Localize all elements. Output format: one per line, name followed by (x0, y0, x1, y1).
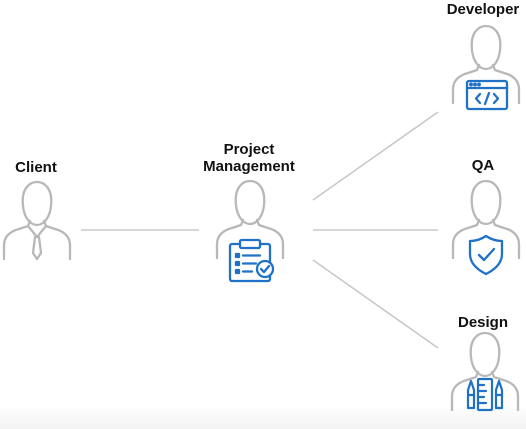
connector-pm-design (312, 259, 439, 349)
floor-shadow (0, 405, 526, 429)
ruler-and-brush-icon (466, 377, 504, 412)
node-label-client: Client (15, 159, 57, 176)
node-label-project-management: Project Management (194, 141, 304, 175)
node-label-project-management-line2: Management (203, 158, 295, 175)
clipboard-checklist-icon (228, 238, 275, 283)
connector-lines (81, 111, 439, 349)
node-label-developer: Developer (446, 1, 520, 18)
node-label-qa: QA (471, 157, 495, 174)
shield-check-icon (468, 234, 504, 276)
node-label-project-management-line1: Project (223, 141, 275, 158)
node-label-design: Design (457, 314, 508, 331)
code-window-icon (465, 79, 509, 111)
connector-pm-developer (312, 111, 439, 201)
client-person-icon (2, 180, 72, 261)
